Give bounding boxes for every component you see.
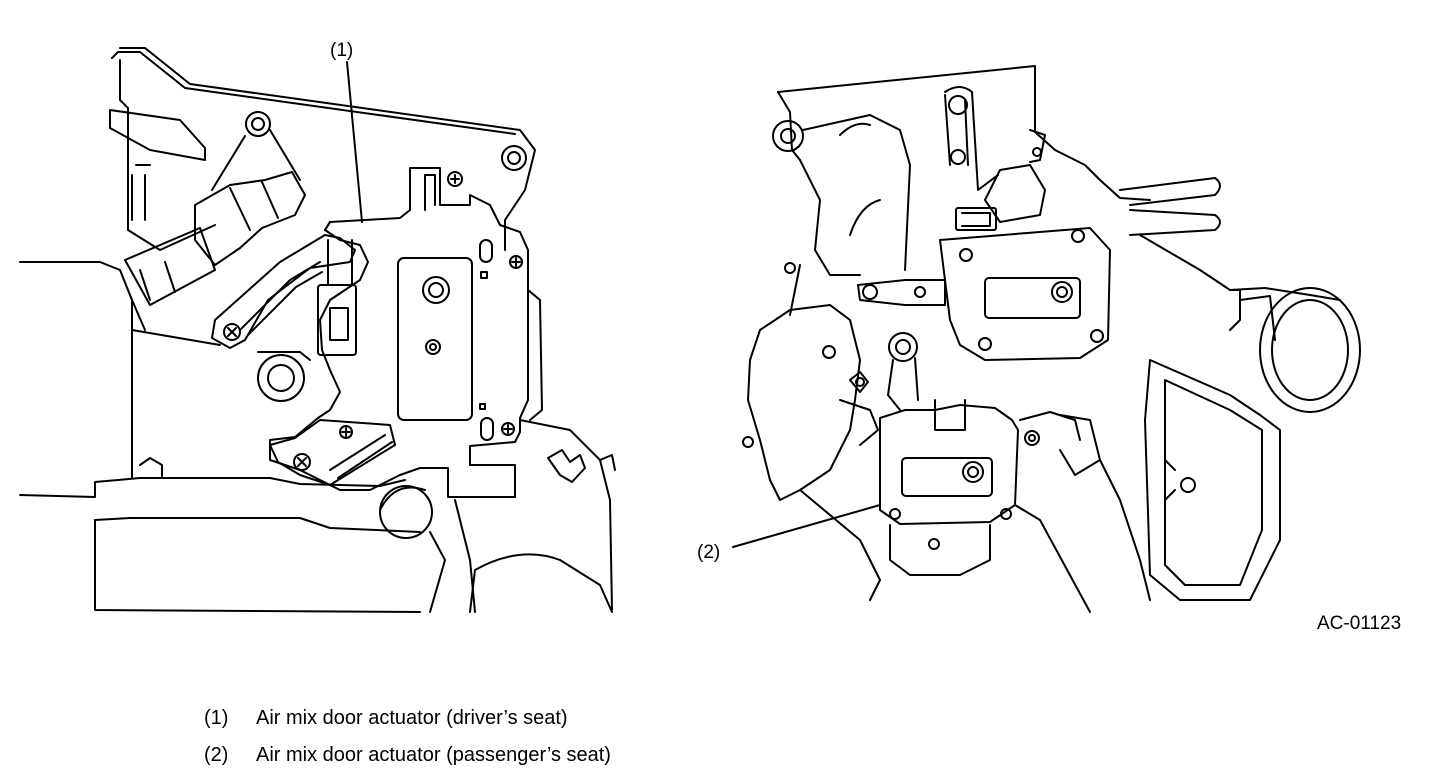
legend-item-number: (2) [204, 744, 229, 766]
passenger-side-heater-unit [742, 65, 1361, 613]
legend: (1) Air mix door actuator (driver’s seat)… [204, 706, 611, 780]
legend-item-text: Air mix door actuator (driver’s seat) [256, 707, 568, 729]
actuator-illustration [19, 47, 1361, 613]
callout-label-2: (2) [697, 542, 721, 563]
legend-item-2: (2) Air mix door actuator (passenger’s se… [204, 743, 611, 780]
legend-item-text: Air mix door actuator (passenger’s seat) [256, 744, 611, 766]
leader-line-2 [732, 504, 881, 548]
figure-id-label: AC-01123 [1317, 613, 1402, 634]
driver-side-heater-unit [19, 47, 616, 613]
legend-item-1: (1) Air mix door actuator (driver’s seat) [204, 706, 611, 743]
callout-label-1: (1) [330, 40, 354, 61]
leader-line-1 [346, 61, 363, 223]
legend-item-number: (1) [204, 707, 229, 729]
